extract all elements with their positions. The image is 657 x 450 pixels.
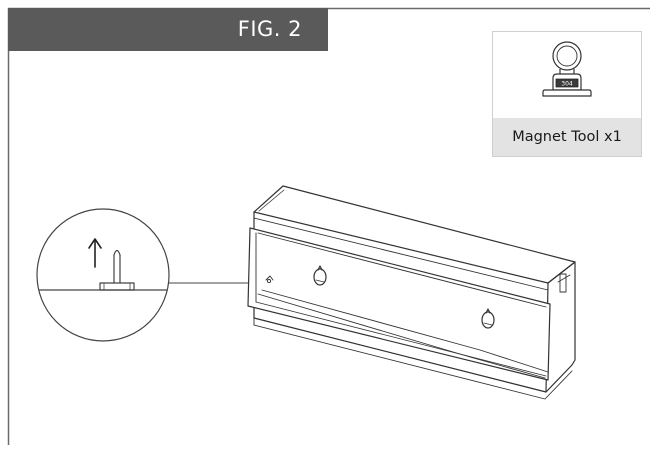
- tool-callout: 304 Magnet Tool x1: [492, 31, 642, 157]
- figure-label: FIG. 2: [8, 8, 328, 51]
- magnet-tool-icon: 304: [542, 41, 592, 97]
- cabinet: [247, 185, 576, 400]
- drawer-knob-right: [481, 308, 495, 329]
- tool-label: Magnet Tool x1: [493, 118, 641, 156]
- pull-up-arrow-icon: [88, 238, 102, 268]
- detail-circle: [36, 208, 170, 342]
- drawer-knob-left: [313, 265, 327, 286]
- magnet-stamp: 304: [561, 81, 573, 88]
